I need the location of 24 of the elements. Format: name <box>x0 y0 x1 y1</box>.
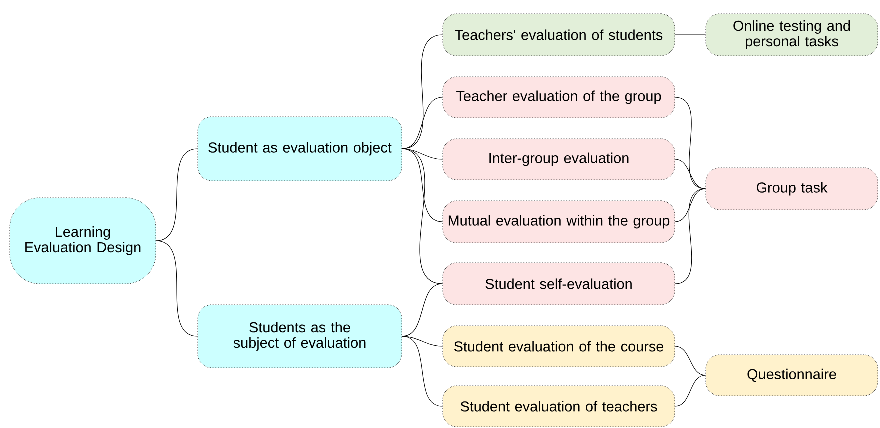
topic-box: Student self-evaluation <box>442 262 676 306</box>
connector <box>675 375 706 407</box>
topic-box: Teachers' evaluation of students <box>442 14 676 56</box>
topic-box: Learning Evaluation Design <box>10 198 156 284</box>
connector <box>675 159 706 190</box>
connector <box>402 336 443 407</box>
topic-box: Student evaluation of teachers <box>442 386 676 428</box>
topic-box: Student evaluation of the course <box>442 326 676 368</box>
topic-box: Online testing and personal tasks <box>706 14 878 56</box>
connector <box>675 188 706 284</box>
connector <box>156 148 198 242</box>
connector <box>402 284 443 337</box>
topic-box: Group task <box>706 168 878 210</box>
topic-box: Questionnaire <box>706 354 878 396</box>
topic-box: Student as evaluation object <box>198 116 402 182</box>
connector <box>675 34 706 36</box>
topic-box: Students as the subject of evaluation <box>198 304 402 368</box>
topic-box: Teacher evaluation of the group <box>442 76 676 118</box>
topic-box: Mutual evaluation within the group <box>442 200 676 244</box>
connector <box>156 240 198 337</box>
connector <box>402 97 443 150</box>
connector <box>675 346 706 376</box>
connector <box>402 148 443 284</box>
topic-box: Inter-group evaluation <box>442 138 676 180</box>
